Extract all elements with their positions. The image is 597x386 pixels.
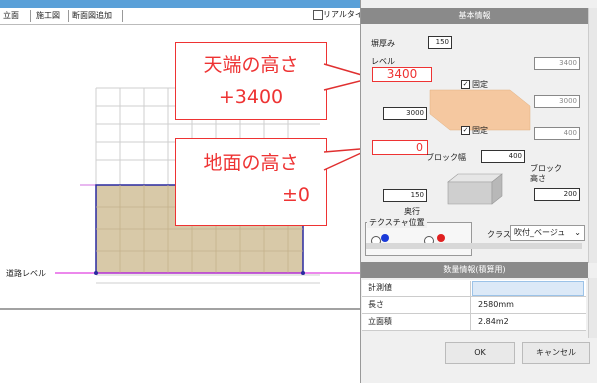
wall-end-point-left <box>94 271 98 275</box>
tab-divider <box>122 10 123 22</box>
level-label: レベル <box>371 57 395 66</box>
tab-divider <box>68 10 69 22</box>
depth-label: 奥行 <box>404 207 420 216</box>
grid-lines <box>95 87 320 284</box>
horizontal-scrollbar[interactable] <box>366 243 582 249</box>
top-height-callout-line2: +3400 <box>218 86 284 108</box>
top-height-callout-line1: 天端の高さ <box>203 54 299 76</box>
table-column-divider <box>470 281 471 331</box>
fixed-label-bottom: 固定 <box>472 126 488 135</box>
right-low-level-input[interactable]: 400 <box>534 127 580 140</box>
block-width-input[interactable]: 400 <box>481 150 525 163</box>
table-scrollbar[interactable] <box>588 278 597 338</box>
realtime-label: リアルタイ <box>323 10 363 19</box>
block-preview <box>447 173 503 205</box>
class-select-value: 吹付_ベージュ <box>514 228 566 237</box>
tab-strip: 立面 施工図 断面図追加 <box>0 8 385 25</box>
row-value: 2580mm <box>478 300 514 309</box>
table-row: 立面積 2.84m2 <box>362 314 586 331</box>
panel-scrollbar[interactable] <box>588 8 597 263</box>
quantity-info-header: 数量情報(積算用) <box>361 262 588 278</box>
table-row: 計測値 <box>362 280 586 297</box>
tab-elevation[interactable]: 立面 <box>3 11 19 20</box>
tab-add-section[interactable]: 断面図追加 <box>72 11 112 20</box>
wall-shape-preview <box>429 89 531 131</box>
row-name: 長さ <box>368 300 384 309</box>
title-bar <box>0 0 360 8</box>
class-label: クラス <box>487 230 511 239</box>
fixed-checkbox-bottom[interactable]: ✓ <box>461 126 470 135</box>
right-mid-level-input[interactable]: 3000 <box>534 95 580 108</box>
ground-height-callout: 地面の高さ ±0 <box>175 138 327 226</box>
top-level-input[interactable]: 3400 <box>372 67 432 82</box>
row-value: 2.84m2 <box>478 317 509 326</box>
ok-button[interactable]: OK <box>445 342 515 364</box>
row-name: 計測値 <box>368 283 392 292</box>
right-top-level-input[interactable]: 3400 <box>534 57 580 70</box>
wall-end-point-right <box>301 271 305 275</box>
red-dot-icon <box>437 234 445 242</box>
tab-construction[interactable]: 施工図 <box>36 11 60 20</box>
tab-divider <box>30 10 31 22</box>
blue-dot-icon <box>381 234 389 242</box>
wall-thickness-input[interactable]: 150 <box>428 36 452 49</box>
cancel-button[interactable]: キャンセル <box>522 342 590 364</box>
wall-thickness-label: 塀厚み <box>371 39 395 48</box>
basic-info-header: 基本情報 <box>361 8 588 24</box>
ground-height-callout-line2: ±0 <box>281 184 310 206</box>
road-level-label: 道路レベル <box>6 269 46 278</box>
chevron-down-icon: ⌄ <box>574 228 581 237</box>
fixed-label-top: 固定 <box>472 80 488 89</box>
class-select[interactable]: 吹付_ベージュ ⌄ <box>510 225 585 241</box>
table-row: 長さ 2580mm <box>362 297 586 314</box>
row-name: 立面積 <box>368 317 392 326</box>
depth-input[interactable]: 150 <box>383 189 427 202</box>
realtime-checkbox[interactable] <box>313 10 323 20</box>
ground-height-callout-line1: 地面の高さ <box>203 152 299 174</box>
fixed-checkbox-top[interactable]: ✓ <box>461 80 470 89</box>
left-mid-level-input[interactable]: 3000 <box>383 107 427 120</box>
top-height-callout: 天端の高さ +3400 <box>175 42 327 120</box>
ground-level-input[interactable]: 0 <box>372 140 428 155</box>
measured-value-cell[interactable] <box>472 281 584 296</box>
texture-position-label: テクスチャ位置 <box>367 217 427 228</box>
block-width-label: ブロック幅 <box>426 153 466 162</box>
block-height-input[interactable]: 200 <box>534 188 580 201</box>
block-height-label: ブロック 高さ <box>530 164 562 183</box>
